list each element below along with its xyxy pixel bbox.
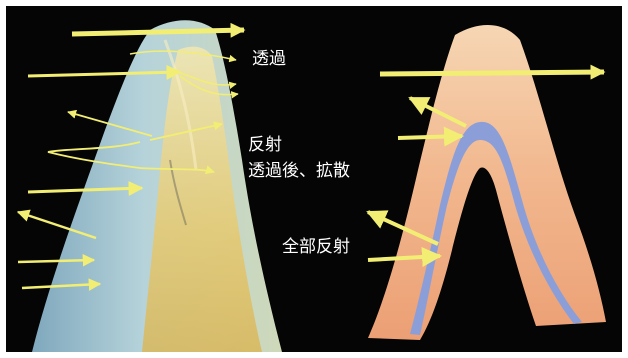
label-transmission: 透過	[252, 48, 286, 70]
label-total-reflection: 全部反射	[282, 236, 350, 258]
arrow-crown-transmit	[380, 72, 604, 74]
label-transmit-diffuse: 透過後、拡散	[248, 160, 350, 182]
label-reflection: 反射	[248, 134, 282, 156]
arrow-crown-incident-1	[398, 136, 462, 138]
